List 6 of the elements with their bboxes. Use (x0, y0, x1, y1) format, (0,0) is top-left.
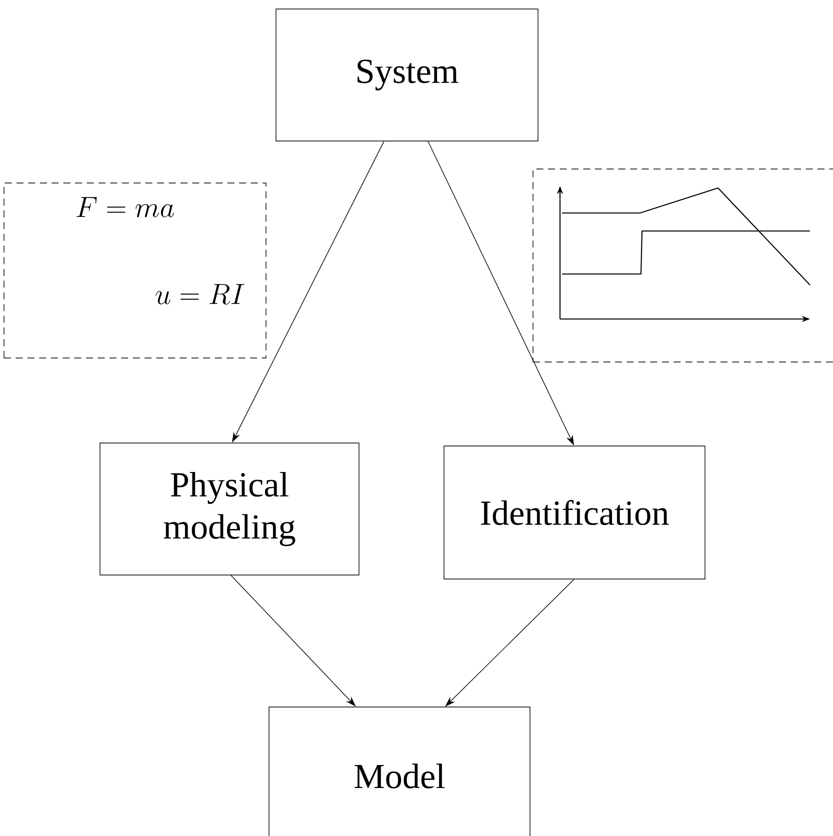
process-box: Identification (444, 446, 706, 580)
equation-box: $F = ma$ $u = RI$ (4, 182, 266, 358)
process-box: Model (268, 706, 530, 836)
process-box: System (276, 8, 538, 142)
plot-box (532, 168, 833, 362)
process-box: Physical modeling (100, 442, 360, 576)
